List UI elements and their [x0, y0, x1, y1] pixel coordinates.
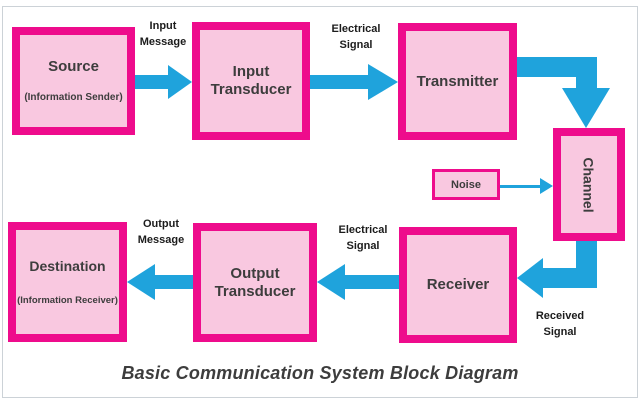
block-destination-subtitle: (Information Receiver) — [17, 295, 118, 306]
block-noise-title: Noise — [451, 178, 481, 191]
arrow-head — [127, 264, 155, 300]
arrow-shaft — [576, 57, 597, 89]
arrow-shaft — [543, 268, 597, 288]
arrow-head — [562, 88, 610, 128]
block-transmitter-title: Transmitter — [416, 72, 499, 90]
arrow-shaft — [343, 275, 399, 289]
arrow-shaft — [135, 75, 170, 89]
block-input-transducer: Input Transducer — [192, 22, 310, 140]
arrow-head — [517, 258, 543, 298]
arrow-shaft — [155, 275, 193, 289]
arrow-head — [540, 178, 553, 194]
label-electrical-signal-bottom: Electrical Signal — [338, 224, 388, 252]
label-received-signal: Received Signal — [535, 310, 585, 338]
arrow-shaft — [500, 185, 542, 188]
block-destination-title: Destination — [29, 258, 106, 274]
block-source-title: Source — [48, 58, 99, 75]
block-input-transducer-title: Input Transducer — [210, 63, 292, 98]
arrow-shaft — [310, 75, 370, 89]
arrow-head — [368, 64, 398, 100]
block-source-subtitle: (Information Sender) — [24, 92, 123, 103]
block-channel: Channel — [553, 128, 625, 241]
arrow-head — [317, 264, 345, 300]
label-output-message: Output Message — [137, 218, 185, 246]
block-output-transducer: Output Transducer — [193, 223, 317, 342]
block-destination: Destination (Information Receiver) — [8, 222, 127, 342]
label-input-message: Input Message — [139, 20, 187, 48]
arrow-head — [168, 65, 192, 99]
block-receiver: Receiver — [399, 227, 517, 343]
diagram-title: Basic Communication System Block Diagram — [121, 363, 519, 383]
label-electrical-signal-top: Electrical Signal — [331, 23, 381, 51]
block-receiver-title: Receiver — [426, 276, 490, 293]
block-noise: Noise — [432, 169, 500, 200]
block-source: Source (Information Sender) — [12, 27, 135, 135]
block-output-transducer-title: Output Transducer — [214, 264, 296, 300]
block-channel-title: Channel — [580, 156, 597, 213]
block-transmitter: Transmitter — [398, 23, 517, 140]
